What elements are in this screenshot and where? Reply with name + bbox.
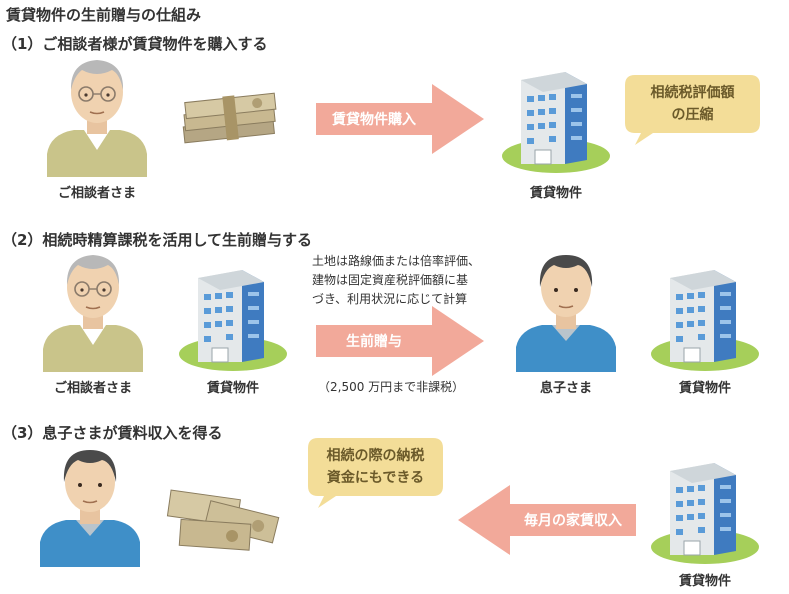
rent-income-arrow: 毎月の家賃収入	[458, 485, 636, 555]
elder-label-2: ご相談者さま	[53, 381, 132, 396]
tax-funds-bubble: 相続の際の納税 資金にもできる	[308, 438, 443, 510]
note-line-3: づき、利用状況に応じて計算	[312, 292, 468, 306]
valuation-note: 土地は路線価または倍率評価、 建物は固定資産税評価額に基 づき、利用状況に応じて…	[312, 252, 480, 309]
rental-building-icon-4	[650, 455, 760, 565]
gift-arrow: 生前贈与	[316, 306, 484, 376]
note-line-2: 建物は固定資産税評価額に基	[312, 273, 469, 287]
tax-compression-bubble: 相続税評価額 の圧縮	[625, 75, 760, 147]
bubble1-line1: 相続税評価額	[650, 85, 735, 101]
son-label: 息子さま	[539, 381, 592, 396]
rental-building-icon-3	[650, 262, 760, 372]
building-label-2: 賃貸物件	[206, 381, 259, 396]
gift-arrow-label: 生前贈与	[346, 334, 402, 350]
bubble2-line1: 相続の際の納税	[326, 448, 425, 464]
rent-income-arrow-label: 毎月の家賃収入	[524, 513, 622, 529]
son-person-figure-2	[36, 442, 144, 567]
purchase-arrow: 賃貸物件購入	[316, 84, 484, 154]
elder-person-figure	[42, 52, 152, 177]
bubble2-line2: 資金にもできる	[326, 470, 425, 486]
section2-heading: （2）相続時精算課税を活用して生前贈与する	[2, 231, 312, 249]
section1-heading: （1）ご相談者様が賃貸物件を購入する	[2, 35, 268, 53]
page-title: 賃貸物件の生前贈与の仕組み	[6, 6, 202, 24]
elder-label-1: ご相談者さま	[57, 186, 136, 201]
son-person-figure	[512, 247, 620, 372]
bubble1-line2: の圧縮	[671, 107, 714, 123]
gift-tax-free-note: （2,500 万円まで非課税）	[318, 380, 465, 394]
building-label-4: 賃貸物件	[678, 574, 731, 589]
building-label-1: 賃貸物件	[529, 186, 582, 201]
rental-building-icon	[501, 64, 611, 174]
cash-stack-icon	[175, 92, 285, 152]
elder-person-figure-2	[38, 247, 148, 372]
note-line-1: 土地は路線価または倍率評価、	[312, 254, 481, 268]
rental-building-icon-2	[178, 262, 288, 372]
banknotes-icon	[158, 484, 298, 554]
section3-heading: （3）息子さまが賃料収入を得る	[2, 424, 223, 442]
purchase-arrow-label: 賃貸物件購入	[332, 112, 416, 128]
building-label-3: 賃貸物件	[678, 381, 731, 396]
